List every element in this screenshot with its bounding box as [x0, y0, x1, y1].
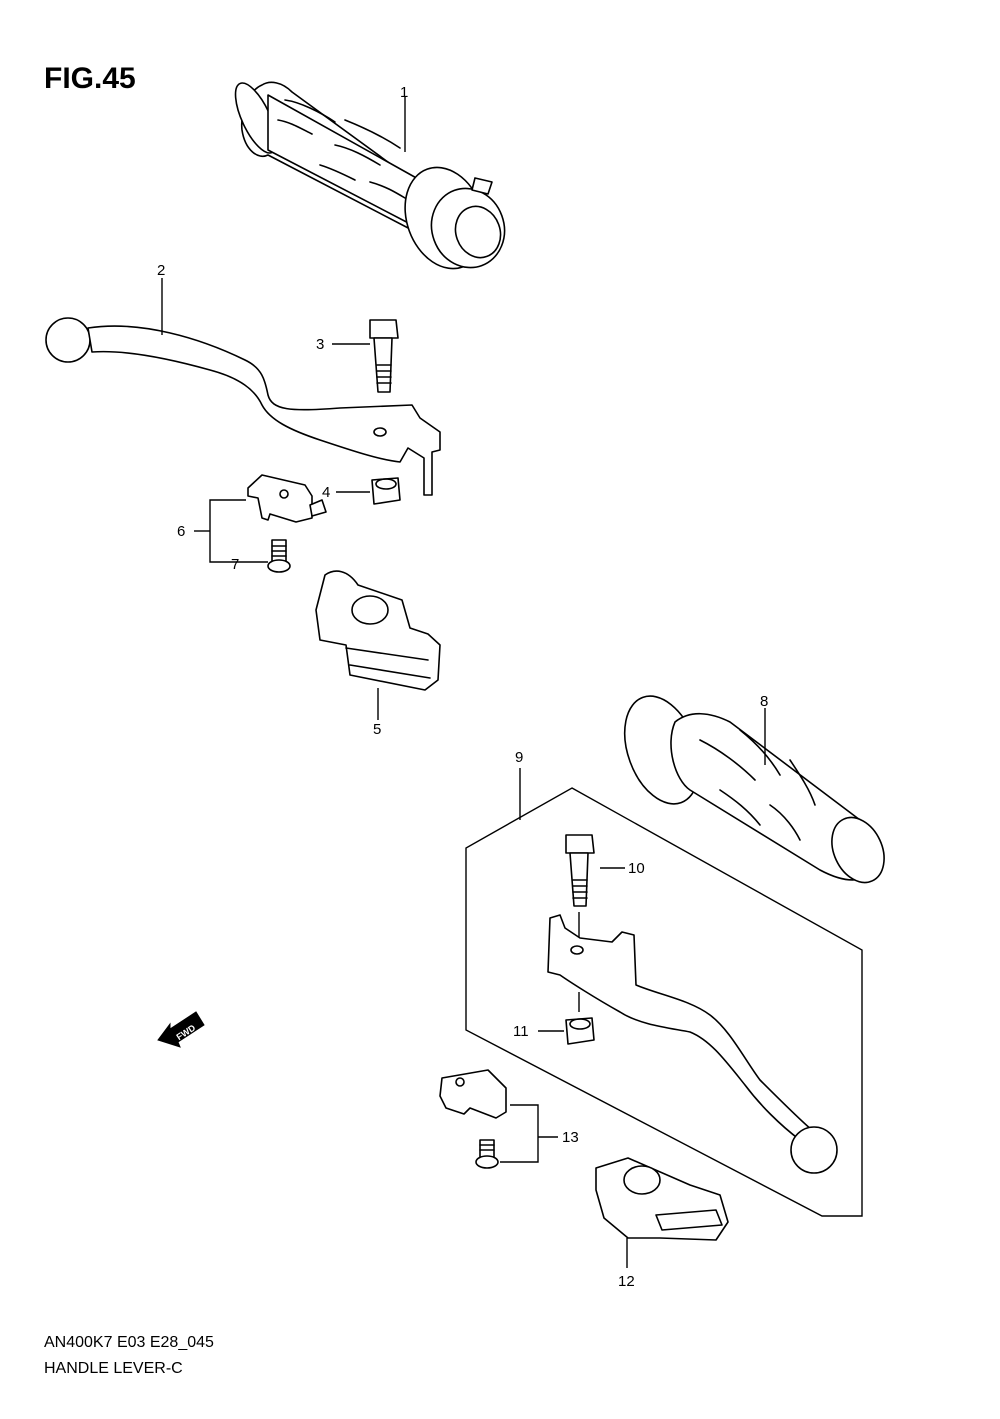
part-13-clutch-switch: [439, 1069, 507, 1119]
part-7-screw: [267, 539, 291, 573]
callout-8: 8: [760, 693, 768, 710]
callout-3: 3: [316, 336, 324, 353]
part-13-screw: [475, 1139, 499, 1169]
part-12-lever-cover: [595, 1157, 729, 1241]
callout-1: 1: [400, 84, 408, 101]
part-9-assembly-outline: [465, 787, 863, 1217]
part-3-pivot-bolt: [369, 319, 399, 393]
callout-4: 4: [322, 484, 330, 501]
part-8-grip-left: [623, 695, 885, 884]
callout-10: 10: [628, 860, 645, 877]
part-1-grip-right: [234, 81, 506, 270]
group-name: HANDLE LEVER-C: [44, 1360, 183, 1377]
callout-5: 5: [373, 721, 381, 738]
part-9-clutch-lever: [547, 914, 838, 1174]
part-2-brake-lever: [45, 317, 441, 496]
callout-7: 7: [231, 556, 239, 573]
part-6-brake-switch: [247, 474, 327, 523]
part-5-lever-cover: [315, 570, 441, 691]
part-10-pivot-bolt: [565, 834, 595, 907]
part-4-nut: [371, 477, 401, 505]
figure-title: FIG.45: [44, 62, 136, 95]
fwd-arrow-icon: FWD: [157, 1011, 205, 1048]
callout-13: 13: [562, 1129, 579, 1146]
callout-12: 12: [618, 1273, 635, 1290]
callout-9: 9: [515, 749, 523, 766]
part-11-nut: [565, 1017, 595, 1045]
callout-6: 6: [177, 523, 185, 540]
callout-11: 11: [513, 1023, 529, 1040]
callout-2: 2: [157, 262, 165, 279]
model-code: AN400K7 E03 E28_045: [44, 1334, 214, 1351]
